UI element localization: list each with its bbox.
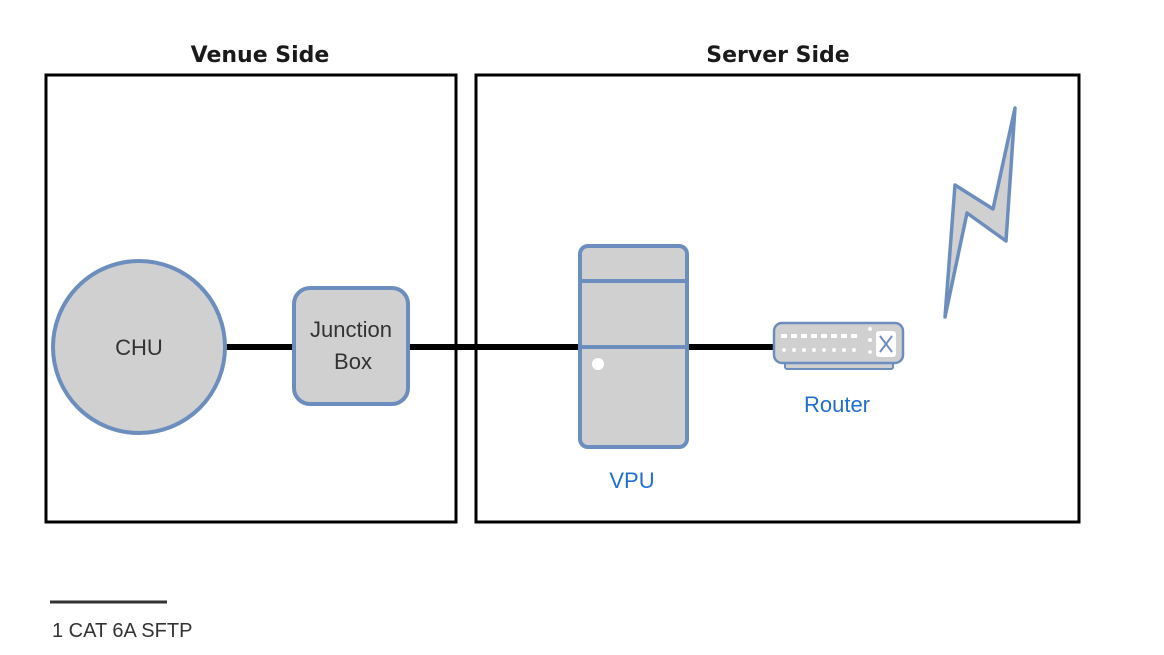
- server-side-title: Server Side: [706, 43, 849, 68]
- vpu-label: VPU: [609, 468, 654, 493]
- router-label: Router: [804, 392, 870, 417]
- chu-circle: [51, 259, 227, 435]
- junction-box-label-line1: Junction: [310, 317, 392, 342]
- router-x-mark: [879, 335, 893, 353]
- junction-box-node[interactable]: Junction Box: [292, 286, 410, 406]
- lightning-bolt-icon: [943, 106, 1017, 319]
- server-side-zone: [474, 73, 1081, 524]
- venue-side-zone: [44, 73, 458, 524]
- legend-cable-label: 1 CAT 6A SFTP: [52, 620, 192, 642]
- junction-box-label-line2: Box: [334, 349, 372, 374]
- legend: 1 CAT 6A SFTP: [50, 600, 192, 642]
- router-node[interactable]: Router: [772, 321, 905, 417]
- vpu-node[interactable]: VPU: [578, 244, 689, 493]
- chu-label: CHU: [115, 335, 163, 360]
- chu-node[interactable]: CHU: [51, 259, 227, 435]
- junction-box-shape: [292, 286, 410, 406]
- server-tower-icon: [578, 244, 689, 449]
- venue-side-title: Venue Side: [191, 43, 330, 68]
- router-icon: [772, 321, 905, 370]
